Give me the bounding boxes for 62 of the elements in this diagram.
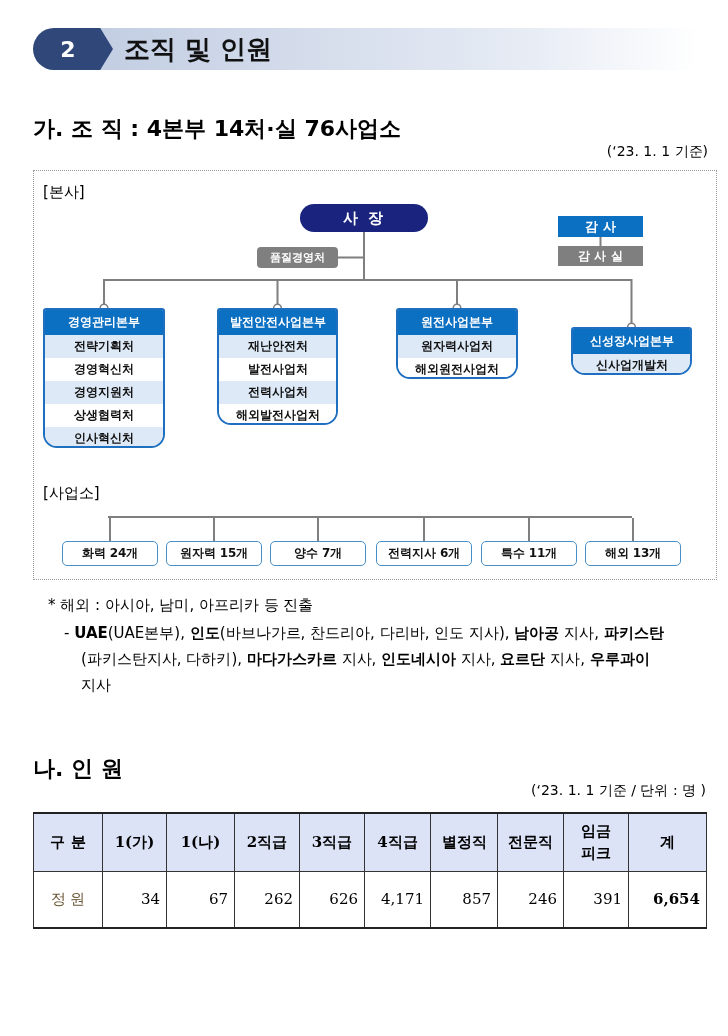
connector-line — [213, 517, 215, 542]
table-cell: 857 — [430, 871, 498, 928]
section-title: 조직 및 인원 — [124, 33, 273, 66]
unit-note: (‘23. 1. 1 기준 / 단위 : 명 ) — [531, 782, 706, 800]
date-note: (‘23. 1. 1 기준) — [606, 143, 708, 161]
table-header-cell: 전문직 — [497, 813, 564, 871]
table-cell: 6,654 — [628, 871, 707, 928]
table-header-cell: 별정직 — [430, 813, 498, 871]
table-cell: 262 — [234, 871, 300, 928]
department-cell: 재난안전처 — [219, 335, 336, 358]
table-header-cell: 1(나) — [166, 813, 235, 871]
site-box: 해외 13개 — [585, 541, 681, 566]
division-box — [571, 327, 692, 375]
section-number-badge: 2 — [33, 28, 113, 70]
division-box — [217, 308, 338, 425]
department-cell: 전력사업처 — [219, 381, 336, 404]
connector-line — [632, 517, 634, 542]
table-cell: 정 원 — [33, 871, 103, 928]
table-cell: 391 — [563, 871, 629, 928]
site-box: 특수 11개 — [481, 541, 577, 566]
note-text: - UAE(UAE본부), 인도(바브나가르, 찬드리아, 다리바, 인도 지사), 남아공 지사, 파키스탄(파키스탄지사, 다하키), 마다가스카르 지사, 인도네시아 지사, 요르단 지사, 우루과이 지사 — [64, 623, 665, 696]
site-box: 원자력 15개 — [166, 541, 262, 566]
table-header-cell: 임금 피크 — [563, 813, 629, 871]
section-heading: 나. 인 원 — [33, 755, 123, 783]
group-label: [본사] — [43, 183, 85, 202]
connector-line — [317, 517, 319, 542]
department-cell: 원자력사업처 — [398, 335, 516, 358]
table-cell: 4,171 — [364, 871, 431, 928]
table-header-cell: 구 분 — [33, 813, 103, 871]
connector-line — [528, 517, 530, 542]
table-header-cell: 1(가) — [102, 813, 167, 871]
division-header: 원전사업본부 — [398, 310, 516, 335]
division-header: 경영관리본부 — [45, 310, 163, 335]
division-header: 신성장사업본부 — [573, 329, 690, 354]
department-cell: 경영지원처 — [45, 381, 163, 404]
connector-line — [423, 517, 425, 542]
president-box: 사 장 — [300, 204, 428, 232]
connector-line — [599, 236, 602, 247]
table-cell: 67 — [166, 871, 235, 928]
table-header-cell: 계 — [628, 813, 707, 871]
table-header-cell: 3직급 — [299, 813, 365, 871]
table-cell: 626 — [299, 871, 365, 928]
department-box: 품질경영처 — [257, 247, 338, 268]
division-box — [396, 308, 518, 379]
division-header: 발전안전사업본부 — [219, 310, 336, 335]
table-header-cell: 4직급 — [364, 813, 431, 871]
department-cell: 인사혁신처 — [45, 427, 163, 446]
department-cell: 전략기획처 — [45, 335, 163, 358]
auditor-box: 감 사 — [558, 216, 643, 237]
note-text: * 해외 : 아시아, 남미, 아프리카 등 진출 — [48, 596, 314, 615]
division-box — [43, 308, 165, 448]
table-cell: 246 — [497, 871, 564, 928]
site-box: 화력 24개 — [62, 541, 158, 566]
site-box: 양수 7개 — [270, 541, 366, 566]
section-heading: 가. 조 직 : 4본부 14처·실 76사업소 — [33, 115, 401, 143]
table-header-cell: 2직급 — [234, 813, 300, 871]
table-cell: 34 — [102, 871, 167, 928]
department-cell: 신사업개발처 — [573, 354, 690, 373]
connector-line — [109, 517, 111, 542]
office-box: 감 사 실 — [558, 246, 643, 266]
site-box: 전력지사 6개 — [376, 541, 472, 566]
group-label: [사업소] — [43, 484, 100, 503]
